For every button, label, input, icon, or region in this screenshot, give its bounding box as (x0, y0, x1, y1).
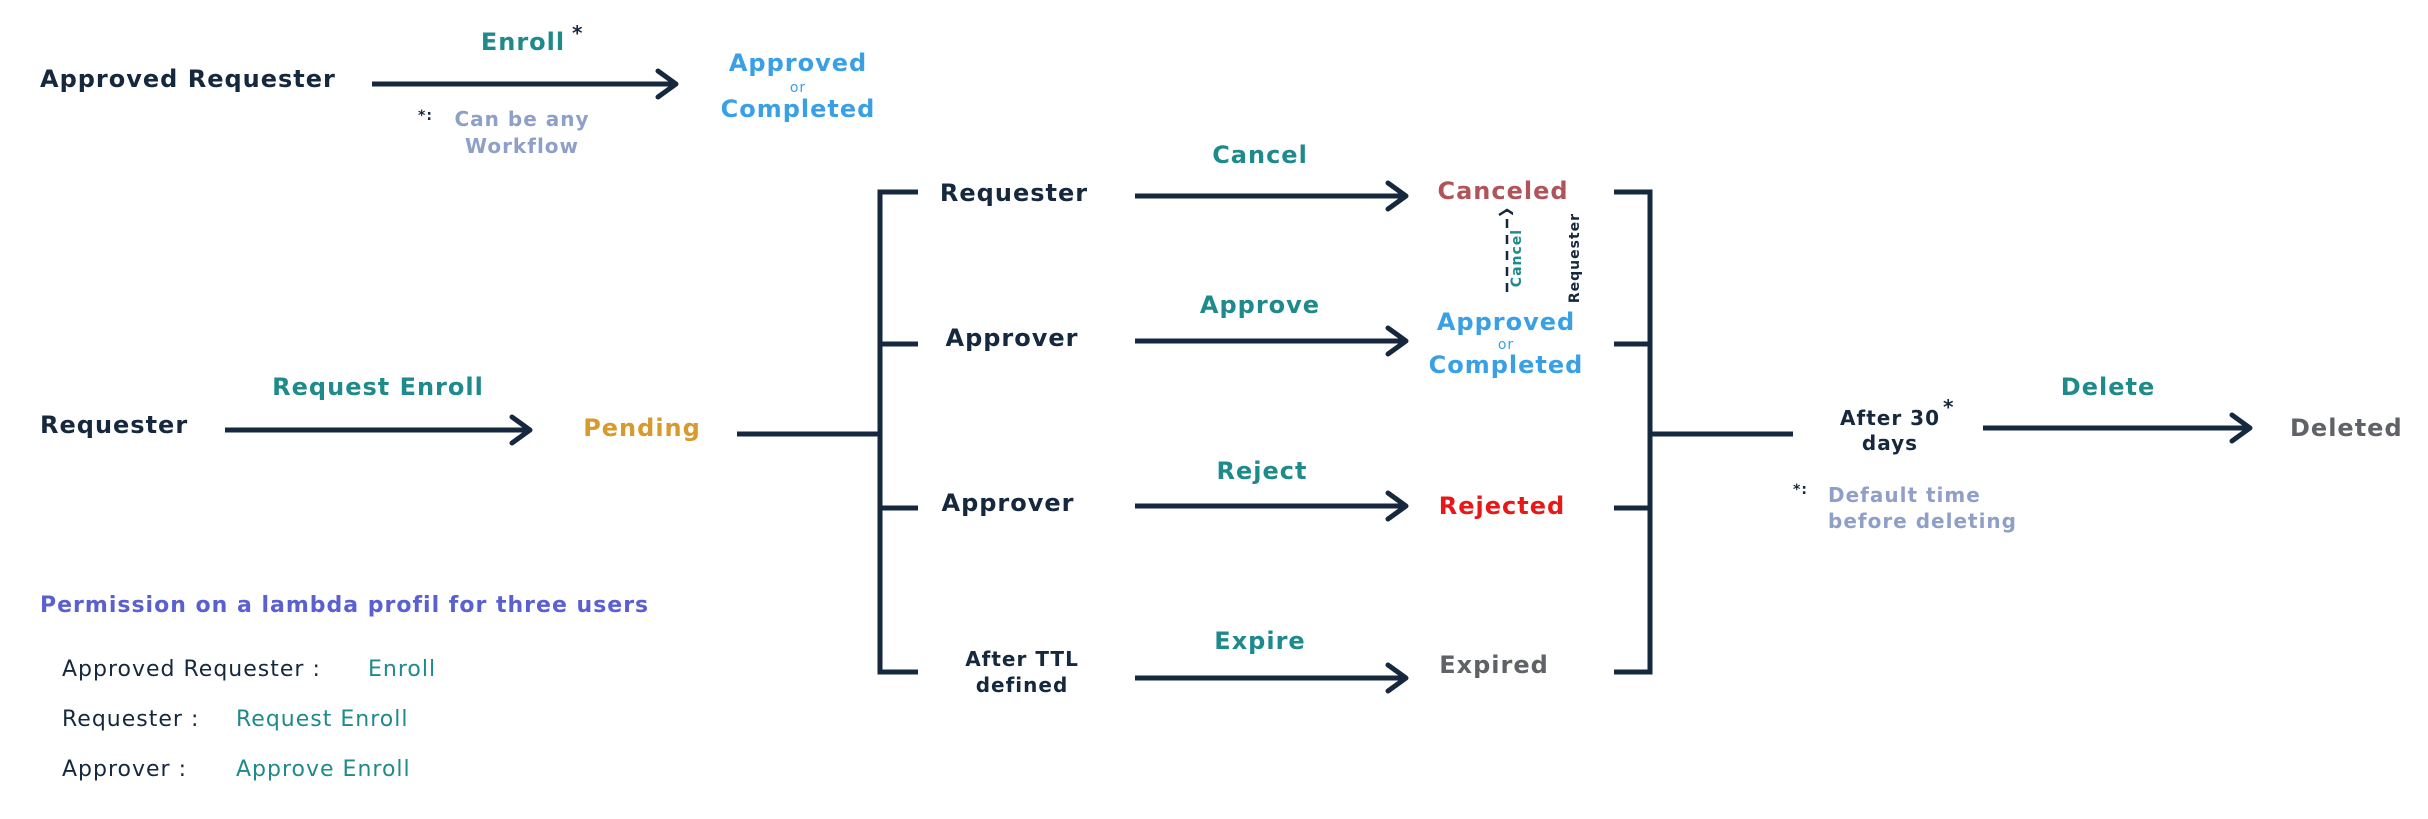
expired-state: Expired (1439, 651, 1549, 679)
delete-footnote-line1: Default time (1828, 483, 1981, 507)
top-result-or: or (789, 80, 807, 96)
branch-approve-actor: Approver (945, 324, 1079, 352)
delete-trigger-line2: days (1861, 431, 1919, 455)
top-result-approved: Approved (728, 49, 868, 77)
cancel-link-actor: Requester (1567, 212, 1584, 304)
delete-footnote-line2: before deleting (1828, 509, 2017, 533)
rejected-state: Rejected (1438, 492, 1566, 520)
top-footnote-line2: Workflow (464, 134, 580, 158)
delete-footnote-mark: *: (1793, 482, 1808, 498)
pending-state: Pending (583, 414, 701, 442)
request-enroll-label: Request Enroll (272, 373, 484, 401)
cancel-action-label: Cancel (1212, 141, 1308, 169)
approved-state: Approved (1436, 308, 1576, 336)
permission-user-approver: Approver : (62, 757, 188, 782)
delete-action-label: Delete (2060, 373, 2156, 401)
branch-cancel-actor: Requester (939, 179, 1089, 207)
enroll-asterisk: * (572, 21, 584, 45)
branch-reject-actor: Approver (941, 489, 1075, 517)
right-bracket (1614, 189, 1653, 675)
cancel-link-action: Cancel (1509, 228, 1526, 288)
reject-action-label: Reject (1216, 457, 1308, 485)
top-footnote-mark: *: (418, 108, 433, 124)
permission-value-approve-enroll: Approve Enroll (236, 757, 411, 782)
permission-value-enroll: Enroll (368, 657, 437, 682)
permission-value-request-enroll: Request Enroll (236, 707, 409, 732)
top-footnote-line1: Can be any (454, 107, 590, 131)
main-actor-label: Requester (40, 411, 189, 439)
delete-trigger-line1: After 30 (1840, 406, 1940, 430)
approve-action-label: Approve (1199, 291, 1321, 319)
left-bracket (877, 189, 918, 675)
permissions-title: Permission on a lambda profil for three … (40, 593, 650, 618)
deleted-state: Deleted (2290, 414, 2403, 442)
branch-expire-actor-line2: defined (975, 673, 1069, 697)
delete-asterisk: * (1943, 395, 1955, 419)
permission-user-approved-requester: Approved Requester : (62, 657, 321, 682)
expire-action-label: Expire (1214, 627, 1306, 655)
permission-user-requester: Requester : (62, 707, 200, 732)
approved-or: or (1497, 337, 1515, 353)
branch-expire-actor-line1: After TTL (965, 647, 1079, 671)
enroll-action-label: Enroll (480, 28, 566, 56)
canceled-state: Canceled (1437, 177, 1569, 205)
top-actor-label: Approved Requester (40, 65, 336, 93)
completed-state: Completed (1428, 351, 1584, 379)
top-result-completed: Completed (720, 95, 876, 123)
